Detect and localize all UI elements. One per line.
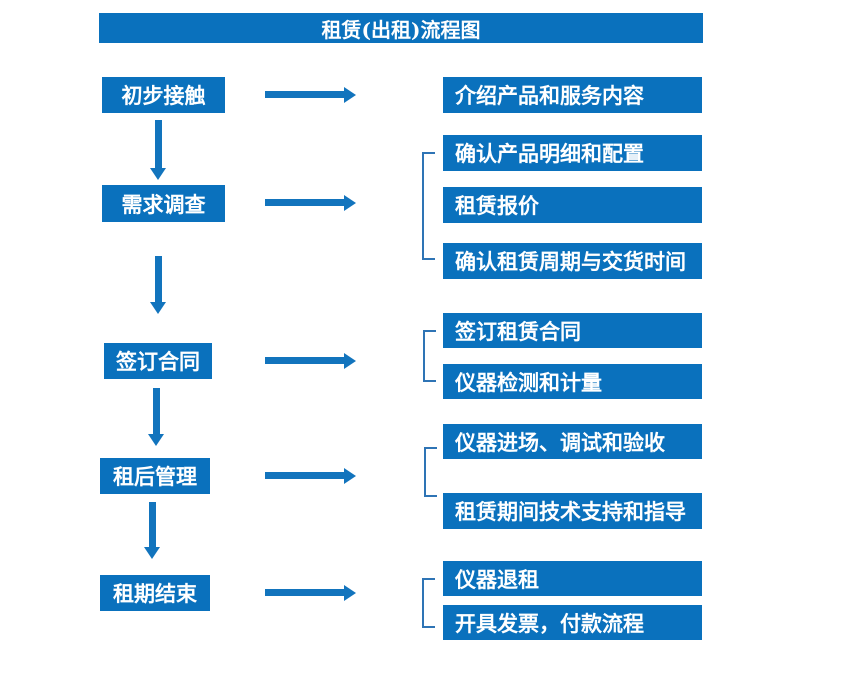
right-arrow-icon-4 bbox=[265, 468, 356, 484]
right-arrow-icon-5 bbox=[265, 585, 356, 601]
arrow-shaft bbox=[155, 120, 162, 168]
arrow-head bbox=[344, 195, 356, 211]
down-arrow-icon-3 bbox=[148, 388, 165, 446]
stage-box-demand-survey: 需求调查 bbox=[102, 185, 225, 222]
arrow-shaft bbox=[265, 472, 344, 479]
down-arrow-icon-4 bbox=[144, 502, 161, 559]
stage-box-sign-contract: 签订合同 bbox=[104, 343, 212, 379]
arrow-head bbox=[150, 302, 166, 314]
detail-box-technical-support: 租赁期间技术支持和指导 bbox=[443, 493, 702, 529]
group-bracket-icon-4 bbox=[424, 447, 437, 497]
arrow-head bbox=[344, 585, 356, 601]
arrow-head bbox=[344, 87, 356, 103]
arrow-shaft bbox=[265, 199, 344, 206]
detail-box-instrument-setup-acceptance: 仪器进场、调试和验收 bbox=[443, 424, 702, 459]
detail-box-rental-quotation: 租赁报价 bbox=[443, 187, 702, 223]
detail-box-invoice-payment: 开具发票，付款流程 bbox=[443, 605, 702, 640]
arrow-shaft bbox=[265, 589, 344, 596]
group-bracket-icon-2 bbox=[422, 152, 435, 260]
right-arrow-icon-1 bbox=[265, 87, 356, 103]
detail-box-confirm-period-delivery: 确认租赁周期与交货时间 bbox=[443, 243, 702, 279]
group-bracket-icon-3 bbox=[423, 330, 436, 382]
detail-box-sign-rental-contract: 签订租赁合同 bbox=[443, 313, 702, 348]
down-arrow-icon-1 bbox=[150, 120, 167, 180]
arrow-head bbox=[148, 434, 164, 446]
arrow-shaft bbox=[153, 388, 160, 434]
arrow-shaft bbox=[265, 91, 344, 98]
arrow-shaft bbox=[155, 256, 162, 302]
diagram-title: 租赁(出租)流程图 bbox=[99, 13, 703, 43]
detail-box-instrument-return: 仪器退租 bbox=[443, 561, 702, 596]
right-arrow-icon-2 bbox=[265, 195, 356, 211]
right-arrow-icon-3 bbox=[265, 353, 356, 369]
arrow-head bbox=[344, 468, 356, 484]
detail-box-instrument-testing: 仪器检测和计量 bbox=[443, 364, 702, 399]
group-bracket-icon-5 bbox=[422, 578, 435, 628]
stage-box-initial-contact: 初步接触 bbox=[102, 77, 225, 113]
down-arrow-icon-2 bbox=[150, 256, 167, 314]
stage-box-post-rental-management: 租后管理 bbox=[100, 458, 210, 494]
detail-box-introduce-products: 介绍产品和服务内容 bbox=[443, 77, 702, 113]
detail-box-confirm-product-config: 确认产品明细和配置 bbox=[443, 135, 702, 171]
arrow-shaft bbox=[149, 502, 156, 547]
arrow-head bbox=[344, 353, 356, 369]
arrow-head bbox=[150, 168, 166, 180]
arrow-shaft bbox=[265, 357, 344, 364]
arrow-head bbox=[144, 547, 160, 559]
stage-box-rental-end: 租期结束 bbox=[100, 575, 210, 611]
